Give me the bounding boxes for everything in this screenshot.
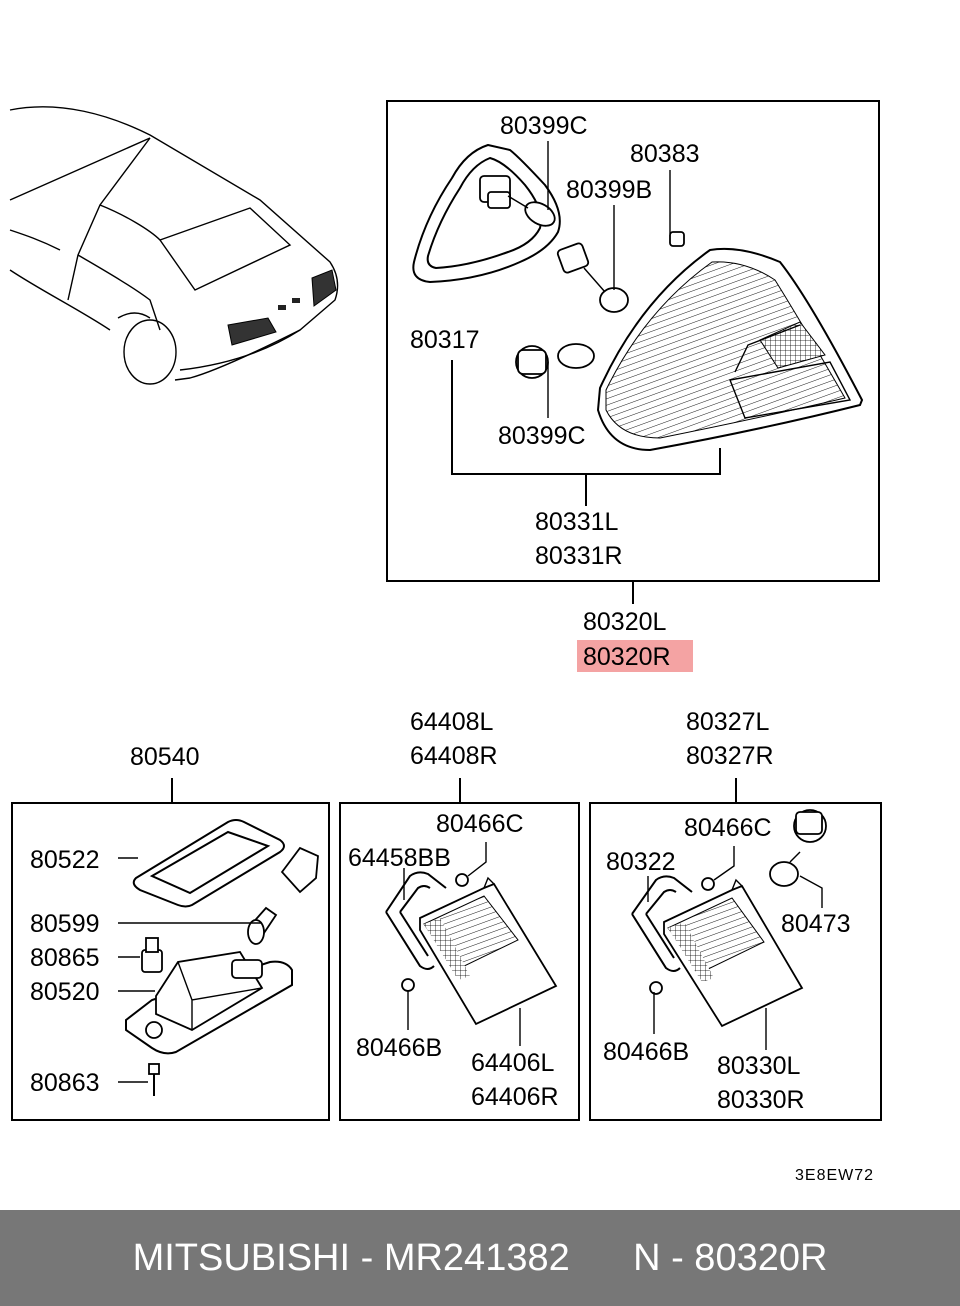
footer-brand: MITSUBISHI [132, 1236, 351, 1279]
tail-lens-drawing [596, 247, 864, 452]
callout-80322: 80322 [606, 848, 676, 876]
license-leader-lines [118, 857, 262, 1083]
lamp-80327-frame [589, 802, 882, 1121]
assembly-80540[interactable]: 80540 [130, 743, 200, 771]
lamp-80327-drawing [631, 809, 827, 1028]
parts-diagram: 80399C 80383 80399B 80317 80399C 80331L … [9, 100, 882, 1184]
callout-80330r: 80330R [717, 1086, 805, 1114]
license-lamp-drawing [125, 819, 319, 1096]
highlight-80320r [577, 640, 693, 672]
assembly-64408r[interactable]: 64408R [410, 742, 498, 770]
callout-80399c-top: 80399C [500, 112, 588, 140]
right-leader-lines [647, 846, 823, 1050]
callout-80599: 80599 [30, 910, 100, 938]
callout-80330l: 80330L [717, 1052, 801, 1080]
assembly-80327r[interactable]: 80327R [686, 742, 774, 770]
callout-80317: 80317 [410, 326, 480, 354]
callout-80863: 80863 [30, 1069, 100, 1097]
assembly-64408l[interactable]: 64408L [410, 708, 494, 736]
callout-80466c-middle: 80466C [436, 810, 524, 838]
lamp-64408-drawing [385, 871, 558, 1026]
assembly-80320l[interactable]: 80320L [583, 608, 667, 636]
middle-leader-lines [403, 842, 521, 1046]
callout-64406r: 64406R [471, 1083, 559, 1111]
callout-80522: 80522 [30, 846, 100, 874]
callout-80331r: 80331R [535, 542, 623, 570]
callout-80865: 80865 [30, 944, 100, 972]
footer-gap [570, 1237, 633, 1280]
callout-64458bb: 64458BB [348, 844, 451, 872]
diagram-code: 3E8EW72 [795, 1167, 874, 1184]
callout-80473: 80473 [781, 910, 851, 938]
license-lamp-frame [11, 802, 330, 1121]
assembly-80327l[interactable]: 80327L [686, 708, 770, 736]
footer-ref: N - 80320R [633, 1236, 828, 1279]
callout-80466c-right: 80466C [684, 814, 772, 842]
callout-80520: 80520 [30, 978, 100, 1006]
callout-80466b-middle: 80466B [356, 1034, 442, 1062]
callout-64406l: 64406L [471, 1049, 555, 1077]
footer-separator: - [350, 1236, 384, 1279]
callout-80383: 80383 [630, 140, 700, 168]
callout-80399b: 80399B [566, 176, 652, 204]
footer-part-number: MR241382 [383, 1236, 570, 1279]
lamp-64408-frame [339, 802, 580, 1121]
callout-80331l: 80331L [535, 508, 619, 536]
top-leader-lines [451, 141, 721, 604]
callout-80466b-right: 80466B [603, 1038, 689, 1066]
assembly-80320r[interactable]: 80320R [583, 643, 671, 671]
callout-80399c-bottom: 80399C [498, 422, 586, 450]
footer-bar: MITSUBISHI - MR241382 N - 80320R [0, 1210, 960, 1306]
car-illustration [9, 106, 339, 385]
